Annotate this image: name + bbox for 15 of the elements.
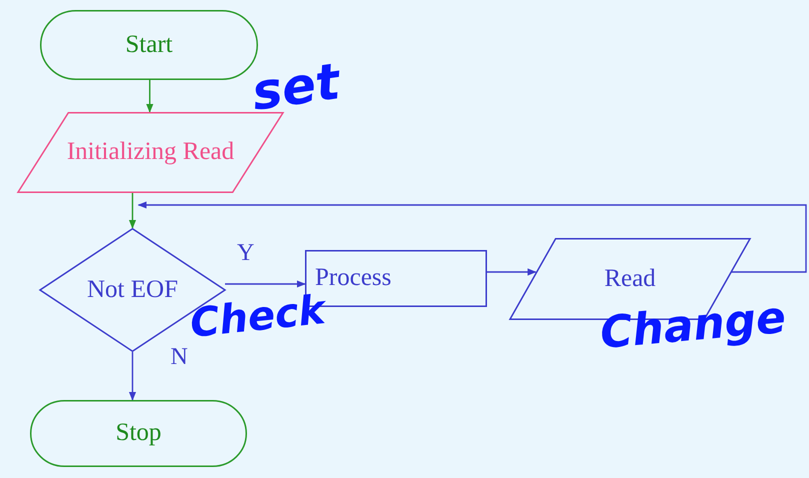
node-label: Stop <box>116 418 162 448</box>
arrow <box>128 352 136 401</box>
arrow <box>146 80 154 113</box>
arrow <box>487 268 537 276</box>
node-label: Read <box>604 264 656 294</box>
arrow <box>138 201 807 273</box>
arrow <box>128 193 136 229</box>
arrow <box>225 280 306 288</box>
handwritten-note: set <box>248 52 344 122</box>
input-parallelogram <box>18 112 283 193</box>
node-label: Initializing Read <box>66 137 234 168</box>
stop-terminal <box>30 400 247 467</box>
node-label: Start <box>125 30 173 60</box>
handwritten-note: Change <box>598 292 788 359</box>
node-label: Not EOF <box>87 274 178 305</box>
